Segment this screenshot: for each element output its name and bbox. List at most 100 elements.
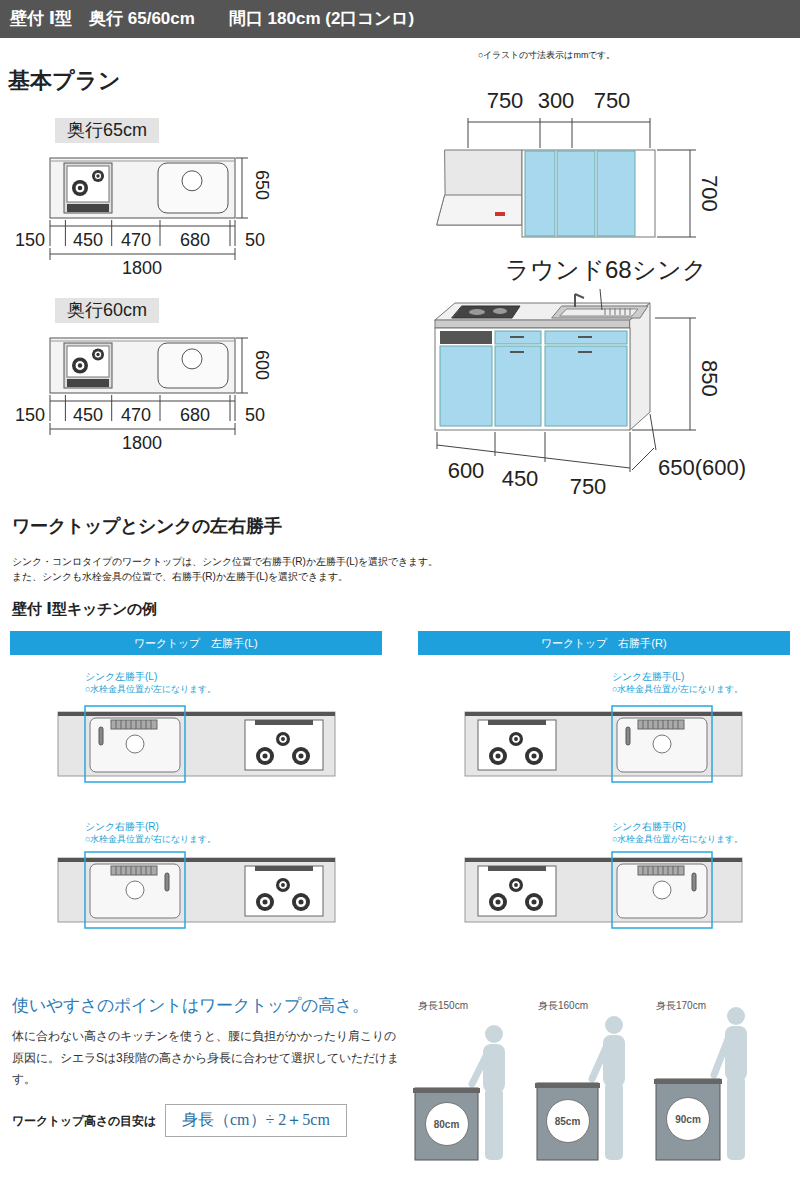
basket-slat bbox=[678, 866, 679, 875]
burner bbox=[72, 358, 88, 374]
drawer bbox=[545, 346, 627, 426]
dimension-tick bbox=[545, 432, 546, 462]
dimension-tick bbox=[235, 220, 236, 246]
dimension-tick bbox=[230, 220, 231, 246]
burner-cap bbox=[514, 737, 518, 741]
dimension-tick bbox=[437, 432, 438, 449]
dimension-tick bbox=[50, 248, 51, 260]
countertop-edge bbox=[58, 712, 335, 716]
dimension-label: 680 bbox=[180, 405, 210, 427]
burner-cap bbox=[262, 753, 267, 758]
basket-slat bbox=[653, 720, 654, 729]
countertop-edge bbox=[465, 858, 742, 862]
burner-ring bbox=[492, 750, 503, 761]
countertop-edge bbox=[58, 858, 335, 862]
person-silhouette bbox=[605, 1083, 623, 1160]
dimension-line bbox=[468, 122, 650, 123]
dimension-line bbox=[50, 226, 235, 227]
person-arm bbox=[592, 1043, 608, 1079]
countertop-top bbox=[435, 303, 650, 320]
callout-label: ラウンド68シンク bbox=[505, 256, 707, 285]
height-label: 身長150cm bbox=[418, 1000, 468, 1012]
dimension-tick bbox=[235, 395, 236, 421]
burner-cap bbox=[514, 883, 518, 887]
paragraph: 体に合わない高さのキッチンを使うと、腰に負担がかかったり肩こりの原因に。シエラS… bbox=[12, 1026, 407, 1091]
basket-slat bbox=[643, 866, 644, 875]
basket-slat bbox=[668, 720, 669, 729]
basket-slat bbox=[673, 866, 674, 875]
countertop-front bbox=[435, 320, 630, 328]
header-title: 壁付 Ⅰ型 奥行 65/60cm 間口 180cm (2口コンロ) bbox=[10, 9, 414, 29]
callout-note: ○水栓金具位置が右になります。 bbox=[85, 834, 216, 845]
cabinet-door bbox=[525, 151, 555, 236]
highlight-frame bbox=[612, 852, 712, 928]
dimension-label: 750 bbox=[487, 88, 524, 114]
dimension-tick bbox=[230, 395, 231, 421]
person-silhouette bbox=[727, 1076, 745, 1160]
dimension-label: 650 bbox=[250, 170, 272, 200]
burner bbox=[256, 747, 274, 765]
dimension-line bbox=[50, 401, 235, 402]
cooktop bbox=[478, 720, 556, 770]
depth-tag: 奥行60cm bbox=[55, 298, 159, 323]
callout-label: シンク右勝手(R) bbox=[85, 821, 159, 833]
burner bbox=[489, 747, 507, 765]
node-text: ワークトップ 左勝手(L) bbox=[10, 631, 382, 655]
sink bbox=[158, 343, 228, 388]
burner-ring bbox=[528, 896, 539, 907]
burner-cap bbox=[96, 174, 99, 177]
dimension-label: 650(600) bbox=[658, 455, 746, 481]
dimension-tick bbox=[50, 395, 51, 421]
dimension-tick bbox=[236, 158, 248, 159]
dimension-tick bbox=[236, 218, 248, 219]
countertop bbox=[50, 338, 235, 393]
basket-slat bbox=[653, 866, 654, 875]
basket-slat bbox=[146, 720, 147, 729]
countertop-edge bbox=[465, 712, 742, 716]
dimension-tick bbox=[65, 395, 66, 421]
basket-slat bbox=[141, 866, 142, 875]
dimension-line bbox=[50, 429, 235, 430]
burner-cap bbox=[298, 899, 303, 904]
dimension-label: 50 bbox=[245, 230, 265, 252]
countertop bbox=[58, 858, 335, 922]
dimension-tick bbox=[111, 395, 112, 421]
dimension-tick bbox=[236, 338, 248, 339]
drain bbox=[126, 881, 144, 899]
basket-slat bbox=[151, 866, 152, 875]
basket-slat bbox=[673, 720, 674, 729]
basket-slat bbox=[141, 720, 142, 729]
dish-rack bbox=[620, 308, 621, 315]
basket-slat bbox=[146, 866, 147, 875]
burner-ring bbox=[528, 750, 539, 761]
node-text: 85cm bbox=[555, 1116, 581, 1127]
sink-basket bbox=[638, 720, 684, 729]
dimension-label: 470 bbox=[121, 230, 151, 252]
basket-slat bbox=[126, 866, 127, 875]
drain bbox=[182, 171, 202, 191]
body-text: また、シンクも水栓金具の位置で、右勝手(R)か左勝手(L)を選択できます。 bbox=[12, 571, 348, 583]
burner-ring bbox=[295, 896, 306, 907]
dimension-label: 470 bbox=[121, 405, 151, 427]
header-bar bbox=[0, 0, 800, 38]
dimension-tick bbox=[235, 423, 236, 435]
dimension-label: 150 bbox=[15, 230, 45, 252]
burner-cap bbox=[531, 753, 536, 758]
burner-ring bbox=[279, 881, 288, 890]
burner-ring bbox=[75, 361, 85, 371]
body-text: シンク・コンロタイプのワークトップは、シンク位置で右勝手(R)か左勝手(L)を選… bbox=[12, 556, 438, 568]
dimension-line bbox=[242, 158, 243, 218]
dimension-label: 300 bbox=[538, 88, 575, 114]
handle bbox=[578, 351, 592, 353]
highlight-frame bbox=[612, 706, 712, 782]
burner-ring bbox=[259, 896, 270, 907]
burner bbox=[92, 170, 104, 182]
range-hood-front bbox=[437, 195, 522, 225]
sink bbox=[617, 864, 707, 918]
burner-ring bbox=[94, 351, 101, 358]
dimension-label: 150 bbox=[15, 405, 45, 427]
depth-tag: 奥行65cm bbox=[55, 118, 159, 143]
control-strip bbox=[488, 720, 546, 725]
countertop bbox=[50, 158, 235, 218]
cooktop bbox=[245, 866, 323, 916]
